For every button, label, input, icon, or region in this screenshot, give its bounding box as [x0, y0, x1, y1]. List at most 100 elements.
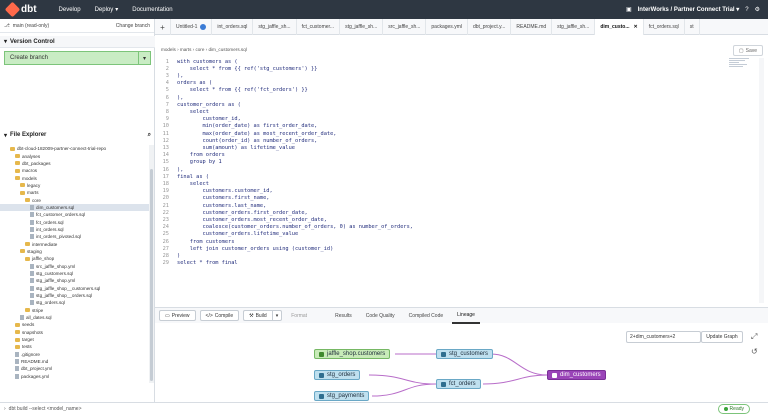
dbt-logo[interactable]: dbt	[4, 1, 37, 18]
tree-file[interactable]: dim_customers.sql	[0, 203, 149, 212]
code-line[interactable]: 25 customer_orders.lifetime_value	[155, 231, 299, 238]
minimap[interactable]	[729, 58, 759, 78]
tree-file[interactable]: packages.yml	[0, 373, 149, 380]
editor-tab[interactable]: fct_customer...	[297, 19, 341, 35]
tree-folder[interactable]: macros	[0, 167, 149, 174]
code-line[interactable]: 21 customers.last_name,	[155, 202, 267, 209]
tree-file[interactable]: int_orders.sql	[0, 226, 149, 233]
tab-compiled-code[interactable]: Compiled Code	[408, 312, 444, 319]
node-stg-customers[interactable]: stg_customers	[436, 349, 494, 359]
file-explorer-header[interactable]: ▾ File Explorer ⌕	[4, 131, 151, 139]
code-line[interactable]: 9 customer_id,	[155, 116, 241, 123]
tree-file[interactable]: dbt_project.yml	[0, 365, 149, 372]
code-line[interactable]: 14 from orders	[155, 152, 225, 159]
format-button[interactable]: Format	[291, 312, 308, 319]
tree-folder[interactable]: tests	[0, 343, 149, 350]
preview-button[interactable]: ▭Preview	[159, 310, 196, 321]
tree-file[interactable]: stg_customers.sql	[0, 270, 149, 277]
node-stg-payments[interactable]: stg_payments	[314, 391, 370, 401]
code-line[interactable]: 13 sum(amount) as lifetime_value	[155, 144, 295, 151]
code-line[interactable]: 10 min(order_date) as first_order_date,	[155, 123, 318, 130]
close-icon[interactable]: ✕	[633, 24, 638, 30]
tree-folder[interactable]: target	[0, 336, 149, 343]
build-options-button[interactable]: ▾	[271, 310, 283, 321]
tree-file[interactable]: stg_orders.sql	[0, 299, 149, 306]
search-icon[interactable]: ⌕	[147, 131, 151, 138]
update-graph-button[interactable]: Update Graph	[701, 331, 743, 343]
tree-folder[interactable]: core	[0, 196, 149, 203]
editor-tab[interactable]: stg_jaffle_sh...	[340, 19, 384, 35]
node-jaffle-shop-customers[interactable]: jaffle_shop.customers	[314, 349, 391, 359]
editor-tab[interactable]: fct_orders.sql	[644, 19, 685, 35]
version-control-header[interactable]: ▾ Version Control	[0, 36, 155, 48]
create-branch-button[interactable]: Create branch ▾	[4, 51, 151, 65]
tree-file[interactable]: README.md	[0, 358, 149, 365]
tree-file[interactable]: all_dates.sql	[0, 314, 149, 321]
code-line[interactable]: 18 select	[155, 180, 209, 187]
code-line[interactable]: 28)	[155, 252, 181, 259]
build-button[interactable]: ⚒Build	[243, 310, 272, 321]
code-line[interactable]: 2 select * from {{ ref('stg_customers') …	[155, 65, 318, 72]
node-stg-orders[interactable]: stg_orders	[314, 370, 361, 380]
editor-tab[interactable]: dim_custo...✕	[595, 19, 644, 35]
tree-file[interactable]: stg_jaffle_shop__orders.sql	[0, 292, 149, 299]
editor-tab[interactable]: stg_jaffle_sh...	[552, 19, 596, 35]
code-line[interactable]: 6),	[155, 94, 184, 101]
code-line[interactable]: 20 customers.first_name,	[155, 195, 270, 202]
editor-tab[interactable]: dbt_project.y...	[468, 19, 512, 35]
editor-tab[interactable]: st	[685, 19, 700, 35]
editor-tab[interactable]: README.md	[511, 19, 553, 35]
command-input[interactable]: dbt build --select <model_name>	[8, 406, 82, 412]
tab-code-quality[interactable]: Code Quality	[365, 312, 395, 319]
tree-folder[interactable]: staging	[0, 248, 149, 255]
code-line[interactable]: 5 select * from {{ ref('fct_orders') }}	[155, 87, 308, 94]
tree-file[interactable]: fct_orders.sql	[0, 218, 149, 225]
tree-folder[interactable]: models	[0, 174, 149, 181]
editor-tab[interactable]: stg_jaffle_sh...	[253, 19, 297, 35]
nav-documentation[interactable]: Documentation	[132, 6, 173, 13]
tab-lineage[interactable]: Lineage	[452, 308, 480, 324]
tree-file[interactable]: .gitignore	[0, 351, 149, 358]
tree-folder[interactable]: legacy	[0, 182, 149, 189]
tree-folder[interactable]: jaffle_shop	[0, 255, 149, 262]
code-line[interactable]: 27 left join customer_orders using (cust…	[155, 245, 334, 252]
change-branch-link[interactable]: Change branch	[115, 22, 150, 29]
tree-file[interactable]: src_jaffle_shop.yml	[0, 263, 149, 270]
tree-folder[interactable]: intermediate	[0, 240, 149, 247]
editor-tab[interactable]: int_orders.sql	[212, 19, 254, 35]
code-line[interactable]: 23 customer_orders.most_recent_order_dat…	[155, 216, 327, 223]
tree-folder[interactable]: snapshots	[0, 329, 149, 336]
tree-file[interactable]: fct_customer_orders.sql	[0, 211, 149, 218]
nav-deploy[interactable]: Deploy▾	[94, 6, 119, 14]
help-icon[interactable]: ?	[745, 6, 749, 13]
nav-develop[interactable]: Develop	[58, 6, 81, 13]
chevron-down-icon[interactable]: ▾	[138, 52, 150, 64]
tree-file[interactable]: stg_jaffle_shop.yml	[0, 277, 149, 284]
file-tree-scrollbar[interactable]	[149, 145, 154, 383]
tree-folder[interactable]: stripe	[0, 307, 149, 314]
code-line[interactable]: 16),	[155, 166, 184, 173]
account-switcher[interactable]: InterWorks / Partner Connect Trial ▾	[637, 7, 740, 13]
tree-folder[interactable]: dbt_packages	[0, 160, 149, 167]
code-line[interactable]: 12 count(order_id) as number_of_orders,	[155, 137, 318, 144]
editor-tab[interactable]: src_jaffle_sh...	[383, 19, 427, 35]
reset-icon[interactable]: ↺	[751, 347, 758, 356]
tab-results[interactable]: Results	[335, 312, 352, 319]
tree-folder[interactable]: analyses	[0, 152, 149, 159]
code-line[interactable]: 24 coalesce(customer_orders.number_of_or…	[155, 224, 413, 231]
code-line[interactable]: 19 customers.customer_id,	[155, 188, 273, 195]
editor-tab[interactable]: Untitled-1	[171, 19, 213, 35]
node-dim-customers[interactable]: dim_customers	[547, 370, 606, 380]
tree-folder[interactable]: dbt-cloud-182009-partner-connect-trial-r…	[0, 145, 149, 152]
tree-folder[interactable]: marts	[0, 189, 149, 196]
command-bar[interactable]: › dbt build --select <model_name> Ready	[0, 402, 768, 415]
settings-icon[interactable]: ⚙	[754, 7, 760, 13]
editor-tab[interactable]: packages.yml	[426, 19, 468, 35]
editor-scrollbar[interactable]	[759, 58, 764, 303]
code-line[interactable]: 22 customer_orders.first_order_date,	[155, 209, 308, 216]
